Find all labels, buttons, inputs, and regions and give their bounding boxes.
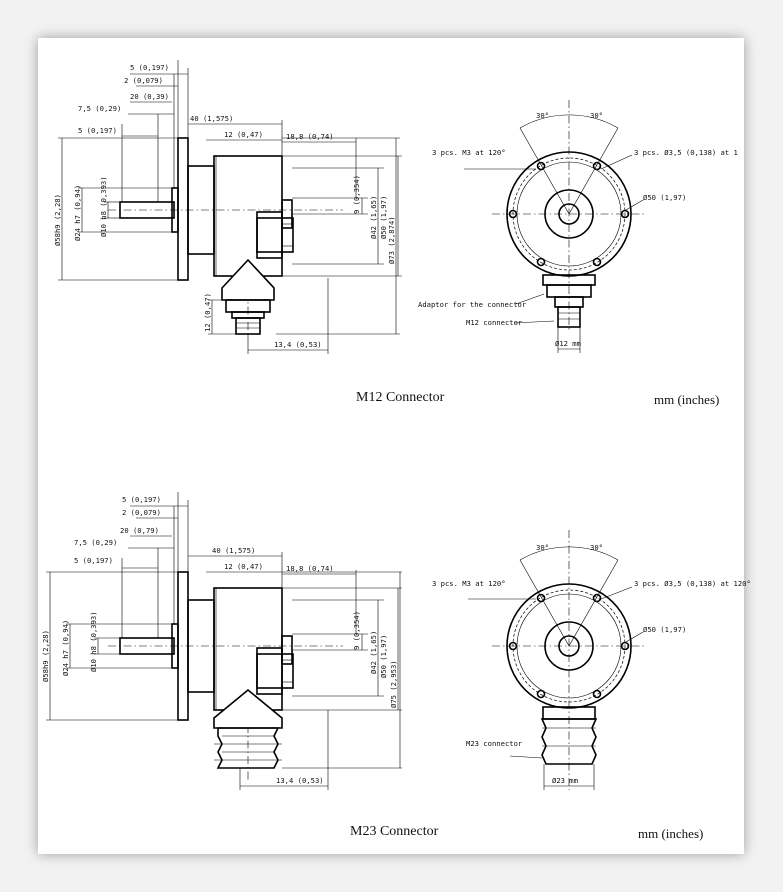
connector-label: M12 connector — [466, 318, 523, 327]
dim-label: 7,5 (0,29) — [78, 104, 121, 113]
connector-label: M23 connector — [466, 739, 523, 748]
dim-label: Ø58h9 (2,28) — [41, 630, 50, 682]
dim-label: 2 (0,079) — [122, 508, 161, 517]
dim-label: Ø50 (1,97) — [379, 635, 388, 678]
angle-label: 30° — [590, 111, 603, 120]
m23-units: mm (inches) — [638, 826, 704, 841]
holes-label-right: 3 pcs. Ø3,5 (0,138) at 120° — [634, 579, 751, 588]
dim-label: 18,8 (0,74) — [286, 564, 334, 573]
dim-label: 18,8 (0,74) — [286, 132, 334, 141]
dim-label: 2 (0,079) — [124, 76, 163, 85]
pcd-label: Ø50 (1,97) — [643, 193, 686, 202]
dim-label: Ø58h9 (2,28) — [53, 194, 62, 246]
dim-label: 40 (1,575) — [212, 546, 255, 555]
dim-label: 12 (0,47) — [224, 562, 263, 571]
dim-label: Ø42 (1,65) — [369, 196, 378, 239]
m12-side-view — [58, 60, 402, 354]
dim-label: Ø42 (1,65) — [369, 631, 378, 674]
dim-label: 9 (0,354) — [352, 611, 361, 650]
dim-label: 5 (0,197) — [74, 556, 113, 565]
m12-units: mm (inches) — [654, 392, 720, 407]
dim-label: 13,4 (0,53) — [276, 776, 324, 785]
m23-caption: M23 Connector — [350, 824, 439, 839]
dim-label: Ø10 h8 (0,393) — [99, 176, 108, 237]
angle-label: 30° — [536, 543, 549, 552]
m12-front-view — [464, 100, 646, 353]
angle-label: 30° — [590, 543, 603, 552]
dim-label: 20 (0,79) — [120, 526, 159, 535]
dim-label: Ø24 h7 (0,94) — [73, 185, 82, 241]
dim-label: 5 (0,197) — [78, 126, 117, 135]
dim-label: Ø50 (1,97) — [379, 196, 388, 239]
dim-label: Ø10 h8 (0,393) — [89, 611, 98, 672]
dim-label: 5 (0,197) — [130, 63, 169, 72]
dim-label: 5 (0,197) — [122, 495, 161, 504]
dim-label: Ø73 (2,874) — [387, 216, 396, 264]
connector-diameter: Ø23 mm — [552, 776, 578, 785]
m12-caption: M12 Connector — [356, 390, 445, 405]
technical-drawing: 5 (0,197) 2 (0,079) 20 (0,39) 7,5 (0,29)… — [41, 60, 751, 790]
dim-label: Ø24 h7 (0,94) — [61, 620, 70, 676]
dim-label: 12 (0,47) — [203, 293, 212, 332]
dim-label: 40 (1,575) — [190, 114, 233, 123]
holes-label-left: 3 pcs. M3 at 120° — [432, 148, 506, 157]
dim-label: 9 (0,354) — [352, 175, 361, 214]
holes-label-right: 3 pcs. Ø3,5 (0,138) at 1 — [634, 148, 738, 157]
dim-label: 13,4 (0,53) — [274, 340, 322, 349]
holes-label-left: 3 pcs. M3 at 120° — [432, 579, 506, 588]
pcd-label: Ø50 (1,97) — [643, 625, 686, 634]
dim-label: 7,5 (0,29) — [74, 538, 117, 547]
dim-label: 12 (0,47) — [224, 130, 263, 139]
m23-front-view — [468, 530, 646, 790]
connector-diameter: Ø12 mm — [555, 339, 581, 348]
angle-label: 30° — [536, 111, 549, 120]
adaptor-label: Adaptor for the connector — [418, 300, 527, 309]
dim-label: Ø75 (2,953) — [389, 660, 398, 708]
drawing-sheet: 5 (0,197) 2 (0,079) 20 (0,39) 7,5 (0,29)… — [38, 38, 751, 854]
m23-side-view — [46, 492, 402, 790]
dim-label: 20 (0,39) — [130, 92, 169, 101]
